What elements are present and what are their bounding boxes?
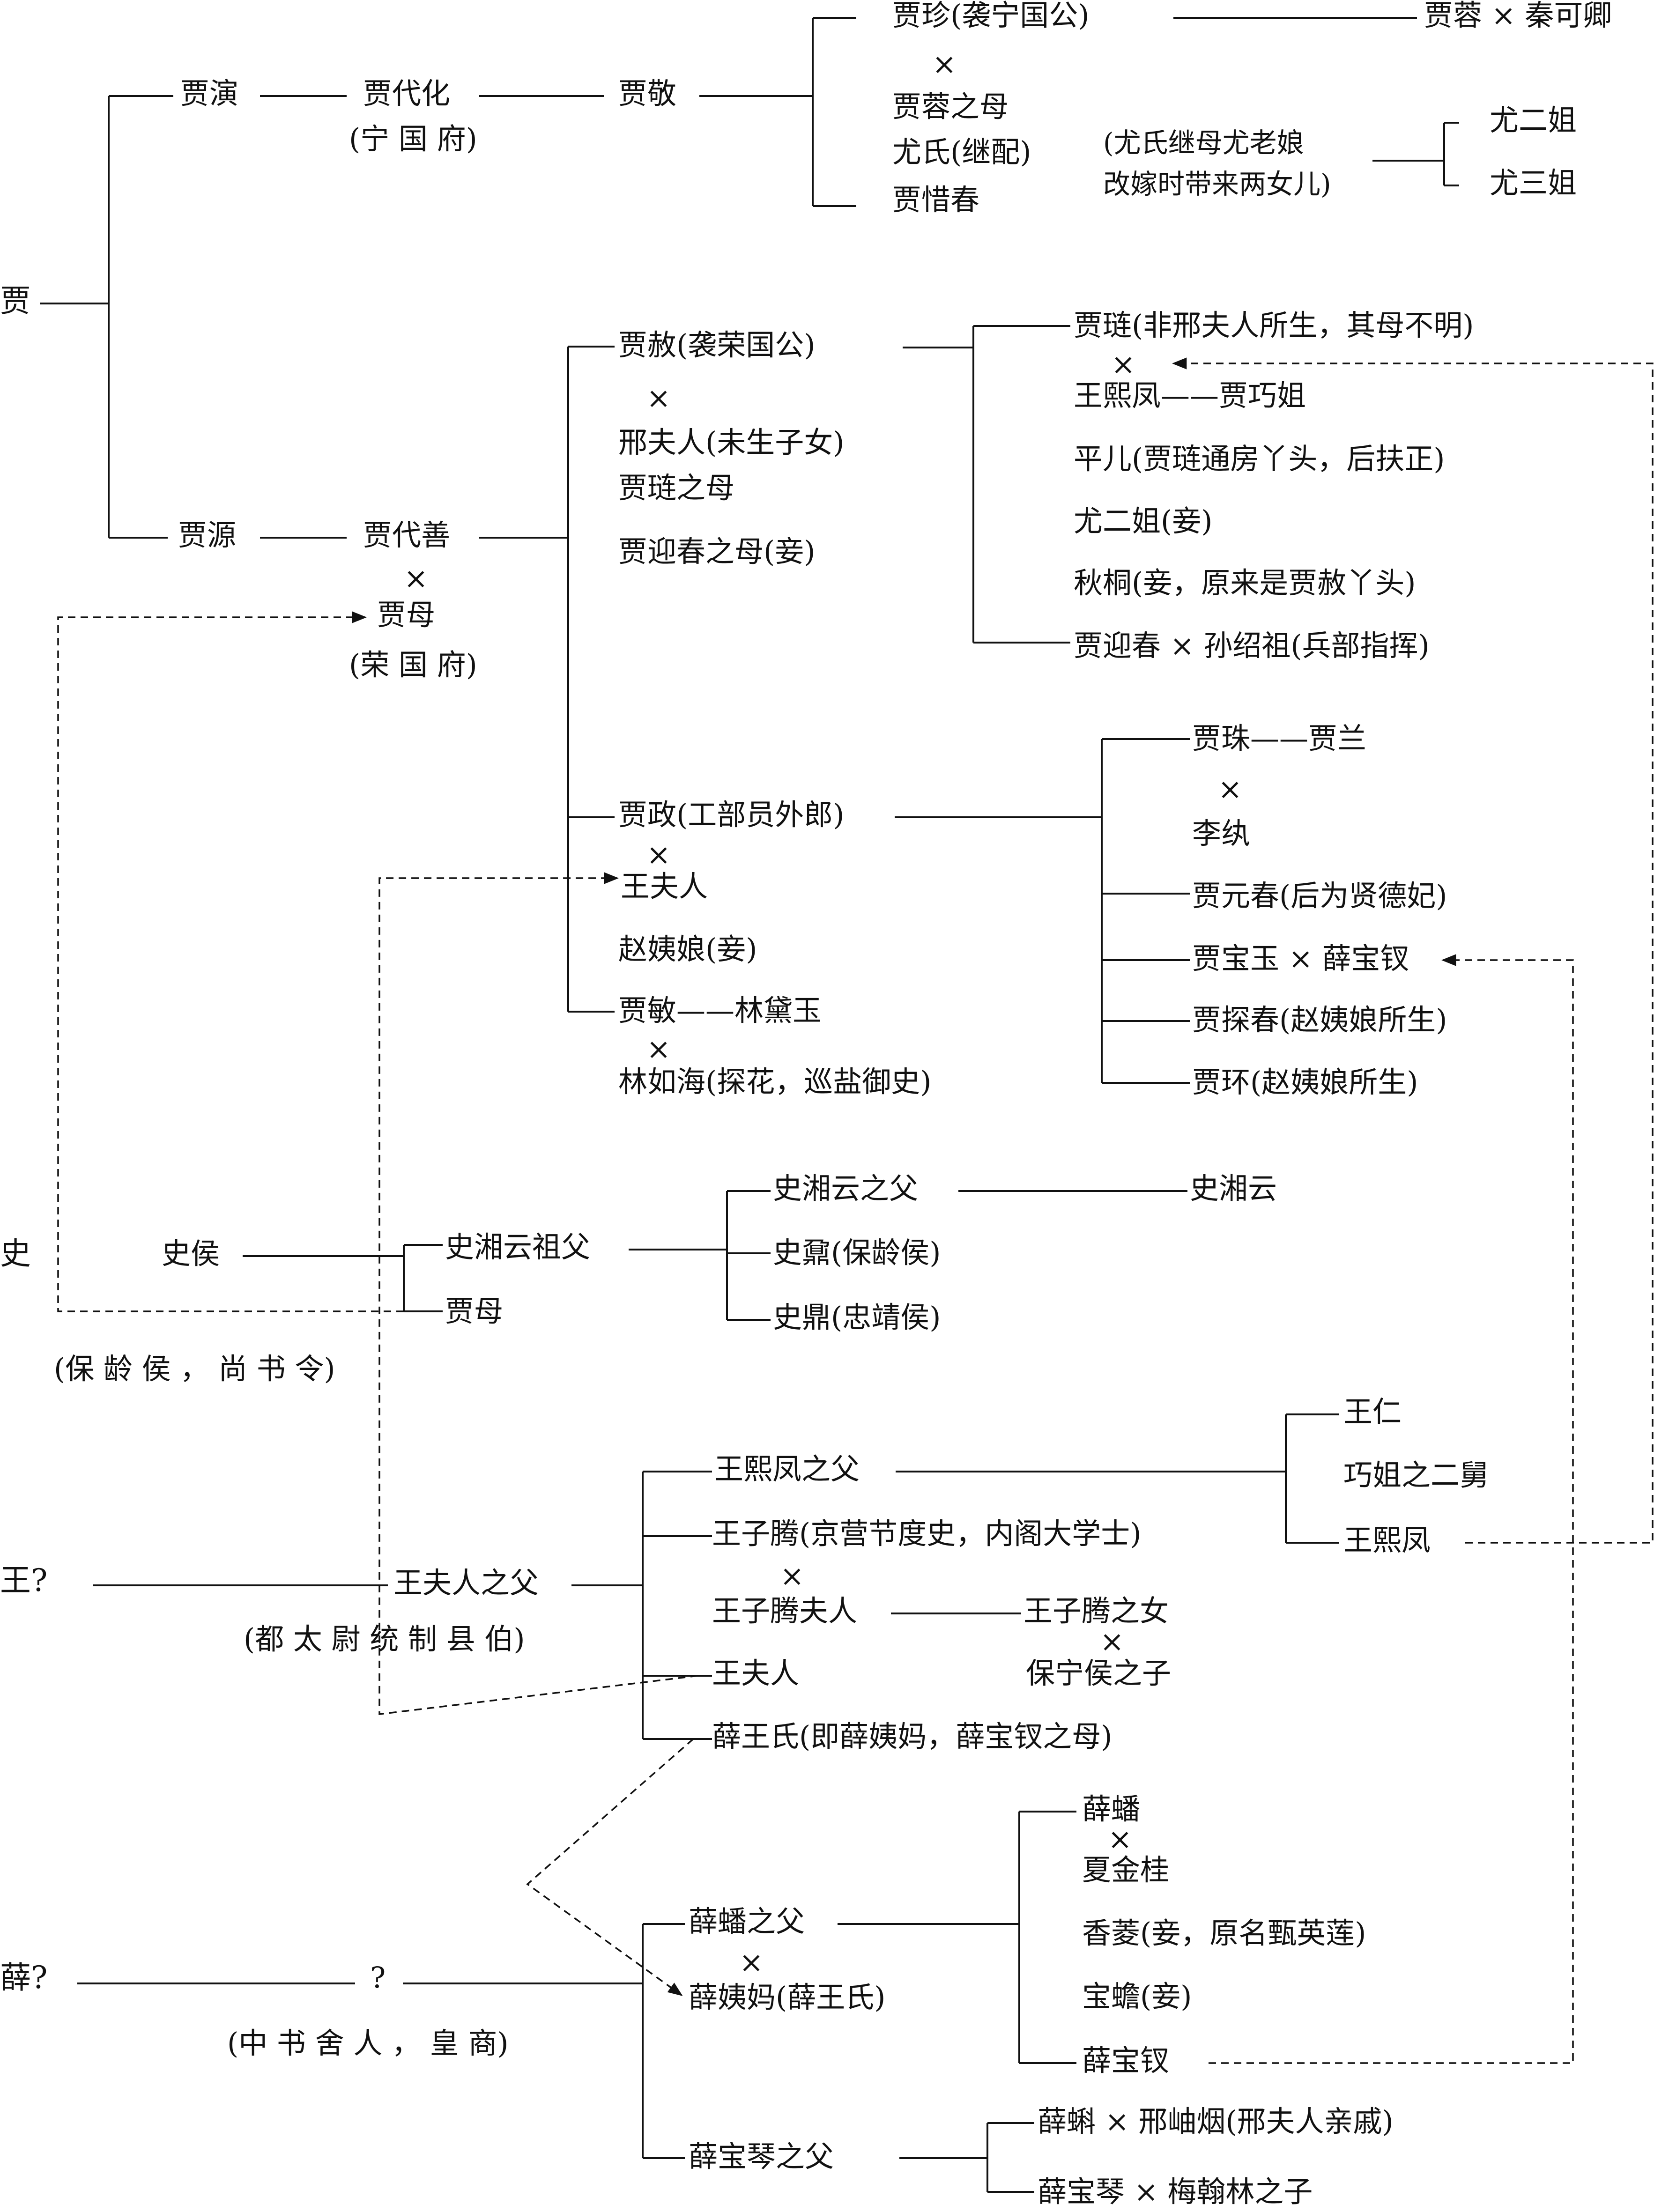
xue-ke-xing-xiuyan: 薛蝌 × 邢岫烟(邢夫人亲戚) [1038, 2104, 1394, 2138]
you-laoniang-note-1: (尤氏继母尤老娘 [1103, 127, 1304, 159]
shi-hou-title: (保 龄 侯 ， 尚 书 令) [54, 1352, 335, 1386]
jia-yan: 贾演 [180, 76, 238, 111]
lady-wang-sister: 王夫人 [712, 1656, 799, 1690]
xue-family: 薛? ? (中 书 舍 人 ， 皇 商) 薛蟠之父 × 薛姨妈(薛王氏) 薛蟠 … [0, 1792, 1394, 2209]
wang-xifeng-qiaojie: 王熙凤——贾巧姐 [1074, 378, 1306, 413]
jia-min-lin-daiyu: 贾敏——林黛玉 [618, 993, 822, 1028]
jia-jing: 贾敬 [618, 76, 676, 111]
shi-xiangyun-grandfather: 史湘云祖父 [445, 1230, 590, 1264]
marriage-symbol: × [646, 1032, 671, 1066]
xue-baoqin: 薛宝琴 × 梅翰林之子 [1038, 2175, 1313, 2209]
ping-er: 平儿(贾琏通房丫头，后扶正) [1074, 442, 1445, 476]
jia-yuan: 贾源 [178, 518, 236, 552]
xiang-ling: 香菱(妾，原名甄英莲) [1082, 1916, 1366, 1950]
aunt-xue: 薛姨妈(薛王氏) [689, 1980, 885, 2014]
shi-xiangyun: 史湘云 [1190, 1171, 1277, 1206]
you-shi: 尤氏(继配) [892, 135, 1031, 169]
wang-title: (都 太 尉 统 制 县 伯) [244, 1622, 525, 1656]
rongguo-fu: (荣 国 府) [349, 648, 477, 682]
jia-mu: 贾母 [377, 598, 435, 632]
clan-shi: 史 [0, 1235, 31, 1272]
marriage-symbol: × [1218, 772, 1242, 806]
you-erjie-concubine: 尤二姐(妾) [1074, 504, 1212, 538]
you-sanjie: 尤三姐 [1490, 166, 1577, 200]
xue-baoqin-father: 薛宝琴之父 [689, 2139, 834, 2174]
xue-title: (中 书 舍 人 ， 皇 商) [227, 2026, 509, 2060]
bao-chan: 宝蟾(妾) [1082, 1979, 1192, 2013]
aunt-zhao: 赵姨娘(妾) [618, 932, 757, 966]
marriage-symbol: × [646, 381, 671, 415]
jia-daishan: 贾代善 [363, 518, 450, 552]
clan-jia: 贾 [0, 283, 31, 319]
shi-xiangyun-father: 史湘云之父 [773, 1171, 918, 1206]
jia-xichun: 贾惜春 [892, 183, 979, 217]
shi-hou: 史侯 [162, 1236, 220, 1271]
jia-rong-qin-keqing: 贾蓉 × 秦可卿 [1424, 0, 1612, 32]
wang-ziteng-daughter: 王子腾之女 [1024, 1594, 1169, 1628]
xue-pan-father: 薛蟠之父 [689, 1904, 805, 1938]
lady-wang: 王夫人 [621, 869, 708, 903]
lady-wang-father: 王夫人之父 [393, 1566, 539, 1600]
wang-xifeng: 王熙凤 [1343, 1523, 1431, 1557]
marriage-symbol: × [739, 1945, 764, 1979]
jia-zheng: 贾政(工部员外郎) [618, 798, 844, 832]
qiu-tong: 秋桐(妾，原来是贾赦丫头) [1074, 566, 1416, 600]
you-laoniang-note-2: 改嫁时带来两女儿) [1103, 168, 1331, 200]
lady-xing: 邢夫人(未生子女) [618, 425, 844, 459]
jia-mu-shi: 贾母 [445, 1294, 503, 1328]
wang-ren: 王仁 [1343, 1395, 1402, 1429]
wang-ziteng: 王子腾(京营节度史，内阁大学士) [712, 1517, 1141, 1551]
xue-wang-shi: 薛王氏(即薛姨妈，薛宝钗之母) [712, 1719, 1112, 1753]
jia-yingchun: 贾迎春 × 孙绍祖(兵部指挥) [1074, 629, 1430, 663]
cross-reference-lines [57, 357, 1654, 2064]
marriage-symbol: × [780, 1559, 804, 1593]
xia-jingui: 夏金桂 [1082, 1853, 1169, 1887]
wang-ziteng-wife: 王子腾夫人 [712, 1594, 857, 1628]
connector-lines [40, 17, 1459, 2193]
lin-ruhai: 林如海(探花，巡盐御史) [618, 1065, 931, 1099]
jia-zhu-jia-lan: 贾珠——贾兰 [1192, 721, 1366, 755]
jia-she: 贾赦(袭荣国公) [618, 328, 815, 362]
marriage-symbol: × [1111, 347, 1135, 381]
jia-lian-mother: 贾琏之母 [618, 471, 734, 505]
jia-baoyu-xue-baochai: 贾宝玉 × 薛宝钗 [1192, 941, 1409, 976]
xue-pan: 薛蟠 [1082, 1792, 1140, 1826]
marriage-symbol: × [646, 837, 671, 872]
jia-rong-mother: 贾蓉之母 [892, 89, 1009, 124]
jia-daihua: 贾代化 [363, 76, 450, 111]
wang-xifeng-father: 王熙凤之父 [714, 1452, 860, 1486]
qiaojie-second-uncle: 巧姐之二舅 [1343, 1458, 1489, 1492]
you-erjie: 尤二姐 [1490, 103, 1577, 137]
marriage-symbol: × [932, 47, 957, 81]
li-wan: 李纨 [1192, 816, 1250, 851]
jia-lian: 贾琏(非邢夫人所生，其母不明) [1074, 308, 1474, 342]
wang-family: 王? 王夫人之父 (都 太 尉 统 制 县 伯) 王熙凤之父 王仁 巧姐之二舅 … [0, 1395, 1489, 1753]
jia-yuanchun: 贾元春(后为贤德妃) [1192, 879, 1447, 913]
baoning-marquis-son: 保宁侯之子 [1026, 1656, 1171, 1690]
jia-tanchun: 贾探春(赵姨娘所生) [1192, 1003, 1447, 1037]
jia-yingchun-mother: 贾迎春之母(妾) [618, 534, 815, 569]
marriage-symbol: × [1108, 1822, 1132, 1856]
clan-wang: 王? [0, 1562, 47, 1598]
xue-unknown-ancestor: ? [370, 1960, 386, 1995]
jia-family: 贾 贾演 贾代化 (宁 国 府) 贾敬 贾珍(袭宁国公) × 贾蓉之母 尤氏(继… [0, 0, 1612, 1099]
marriage-symbol: × [404, 561, 428, 595]
marriage-symbol: × [1100, 1624, 1124, 1658]
shi-family: 史 史侯 (保 龄 侯 ， 尚 书 令) 史湘云祖父 贾母 史湘云之父 史湘云 … [0, 1171, 1277, 1386]
clan-xue: 薛? [0, 1960, 47, 1996]
xue-baochai: 薛宝钗 [1082, 2043, 1169, 2078]
jia-huan: 贾环(赵姨娘所生) [1192, 1065, 1418, 1099]
shi-ding: 史鼎(忠靖侯) [773, 1300, 941, 1334]
shi-nai: 史鼐(保龄侯) [773, 1235, 941, 1270]
jia-zhen: 贾珍(袭宁国公) [892, 0, 1089, 32]
ningguo-fu: (宁 国 府) [349, 122, 477, 156]
